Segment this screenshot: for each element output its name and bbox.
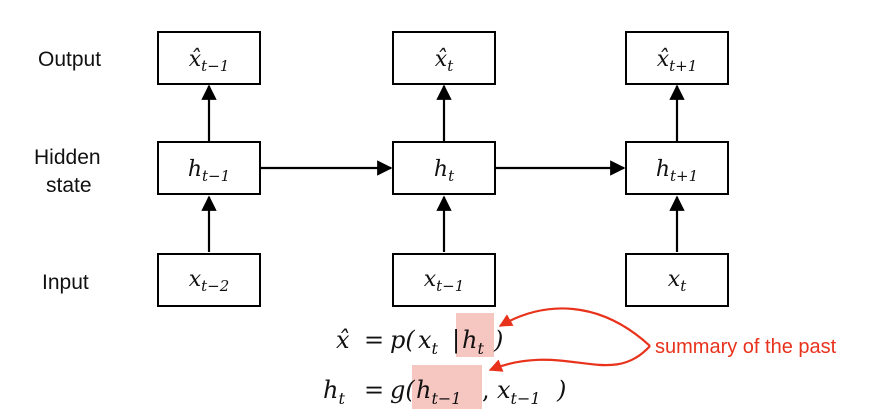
svg-text:ht: ht — [323, 376, 345, 408]
hidden-node-1: ht−1 — [157, 141, 261, 195]
eq1-fn: p( — [390, 326, 415, 354]
row-label-hidden-line2: state — [46, 174, 92, 197]
svg-text:ht−1: ht−1 — [188, 157, 230, 185]
input-node-3-sub: t — [680, 277, 687, 295]
input-node-1: xt−2 — [157, 253, 261, 307]
annotation-summary-of-the-past: summary of the past — [655, 336, 837, 358]
eq2-comma: , — [482, 376, 490, 404]
hidden-node-2-sub: t — [448, 167, 455, 185]
svg-text:xt: xt — [668, 267, 687, 295]
eq2-arg-base: x — [497, 376, 511, 404]
eq1-hl-base: h — [462, 326, 477, 354]
svg-text:x̂t−1: x̂t−1 — [189, 47, 230, 75]
annotation-arrow-eq1 — [498, 307, 651, 347]
equation-1: x̂ = p( xt | ht ) — [336, 326, 503, 358]
svg-text:xt−1: xt−1 — [424, 267, 465, 295]
input-node-2-sub: t−1 — [436, 277, 464, 295]
hidden-node-1-base: h — [188, 157, 202, 182]
eq1-lhs: x̂ — [336, 326, 350, 354]
eq1-hl-sub: t — [477, 339, 484, 358]
svg-text:ht: ht — [462, 326, 484, 358]
hidden-node-1-sub: t−1 — [202, 167, 230, 185]
output-node-2-base: x̂ — [435, 47, 448, 72]
eq1-highlight — [456, 313, 494, 357]
eq2-hl-base: h — [416, 376, 431, 404]
input-node-1-base: x — [189, 267, 202, 292]
input-node-1-sub: t−2 — [201, 277, 229, 295]
output-node-1: x̂t−1 — [157, 31, 261, 85]
row-label-hidden-line1: Hidden — [34, 146, 101, 169]
output-node-3-base: x̂ — [657, 47, 670, 72]
input-node-2-base: x — [424, 267, 437, 292]
svg-text:xt−1: xt−1 — [497, 376, 541, 408]
svg-text:xt−2: xt−2 — [189, 267, 230, 295]
eq2-close: ) — [556, 376, 566, 404]
output-node-2-sub: t — [447, 57, 454, 75]
eq2-hl-sub: t−1 — [431, 389, 461, 408]
hidden-node-2: ht — [392, 141, 496, 195]
eq2-lhs-base: h — [323, 376, 338, 404]
hidden-node-3-base: h — [656, 157, 670, 182]
eq1-arg-base: x — [418, 326, 432, 354]
eq1-arg-sub: t — [432, 339, 439, 358]
annotation-arrow-eq2 — [488, 345, 651, 372]
eq2-fn: g( — [390, 376, 415, 404]
row-label-output: Output — [38, 48, 101, 71]
output-node-2: x̂t — [392, 31, 496, 85]
svg-text:ht+1: ht+1 — [656, 157, 698, 185]
equation-2: ht = g( ht−1 , xt−1 ) — [323, 376, 566, 408]
svg-text:x̂t: x̂t — [435, 47, 454, 75]
eq1-equals: = — [364, 326, 384, 354]
svg-text:xt: xt — [418, 326, 439, 358]
output-node-3-sub: t+1 — [669, 57, 697, 75]
hidden-node-3-sub: t+1 — [670, 167, 698, 185]
eq2-lhs-sub: t — [338, 389, 345, 408]
output-node-1-sub: t−1 — [201, 57, 229, 75]
eq1-bar: | — [452, 326, 460, 355]
input-node-3: xt — [625, 253, 729, 307]
input-node-3-base: x — [668, 267, 681, 292]
eq2-highlight — [412, 365, 482, 409]
hidden-node-2-base: h — [434, 157, 448, 182]
svg-text:x̂t+1: x̂t+1 — [657, 47, 698, 75]
eq1-close: ) — [493, 326, 503, 354]
svg-text:ht: ht — [434, 157, 455, 185]
svg-text:ht−1: ht−1 — [416, 376, 461, 408]
hidden-node-3: ht+1 — [625, 141, 729, 195]
eq2-arg-sub: t−1 — [511, 389, 541, 408]
row-label-input: Input — [42, 271, 89, 294]
output-node-3: x̂t+1 — [625, 31, 729, 85]
output-node-1-base: x̂ — [189, 47, 202, 72]
eq2-equals: = — [364, 376, 384, 404]
input-node-2: xt−1 — [392, 253, 496, 307]
